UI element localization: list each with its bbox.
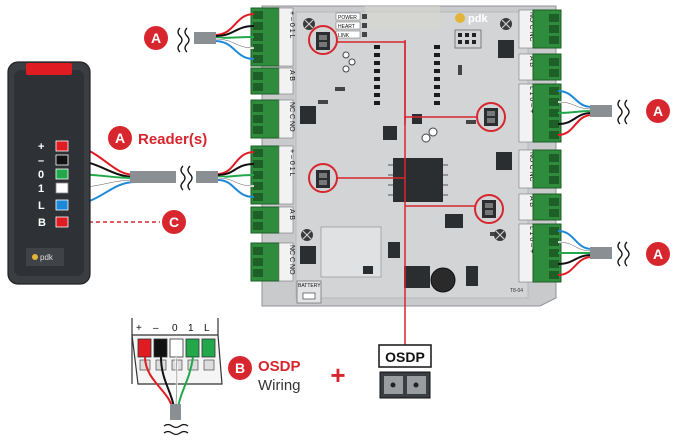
terminal-block-relay-4: NO C NC (518, 149, 562, 189)
terminal-label-0: 0 (38, 169, 44, 181)
svg-text:NC C NO: NC C NO (288, 102, 295, 132)
osdp-jumpers (300, 25, 514, 346)
svg-text:pdk: pdk (40, 253, 54, 262)
terminal-label-b: B (38, 217, 46, 229)
svg-text:C: C (169, 214, 179, 230)
callout-c: C (162, 210, 186, 234)
callout-a-right-top: A (646, 99, 670, 123)
svg-text:A: A (653, 246, 663, 262)
terminal-label-minus: – (38, 155, 44, 167)
svg-text:+ – 0 1 L: + – 0 1 L (288, 11, 295, 39)
svg-text:B: B (235, 360, 245, 376)
card-reader: pdk + – 0 1 L B (7, 61, 91, 285)
header-pins (374, 45, 440, 105)
chip-pins (388, 164, 448, 196)
svg-text:NO C NC: NO C NC (528, 12, 535, 42)
readers-label: Reader(s) (138, 131, 207, 148)
wire-break-icon (177, 27, 190, 53)
terminal-block-reader-4: L 1 0 – + (518, 223, 562, 283)
terminal-block-relay-1: NC C NO (250, 99, 295, 139)
wire-break-icon (617, 99, 630, 125)
terminal-block-ab-2: A B (250, 206, 295, 234)
osdp-pin-label-minus: – (153, 323, 159, 334)
svg-text:BATTERY: BATTERY (298, 283, 321, 289)
jumper-icon (316, 32, 330, 50)
terminal-label-plus: + (38, 141, 44, 153)
led-label-heart: HEART (338, 24, 355, 30)
wire-break-icon (163, 423, 189, 436)
screw-icon (303, 18, 315, 30)
reader-terminals: + – 0 1 L B (38, 140, 69, 229)
wires-reader (67, 145, 255, 206)
highlight-circle (308, 25, 338, 55)
model-code: T8-04 (510, 288, 523, 294)
callout-a-right-bottom: A (646, 242, 670, 266)
svg-text:A: A (151, 30, 161, 46)
callout-a-readers: A Reader(s) (108, 126, 207, 150)
osdp-pin-label-1: 1 (188, 323, 194, 334)
osdp-pin-label-plus: + (136, 323, 142, 334)
callout-a-top-left: A (144, 26, 168, 50)
battery-holder: BATTERY (296, 280, 322, 304)
screw-icon (500, 18, 512, 30)
wire-break-icon (180, 165, 193, 191)
svg-text:A B: A B (528, 196, 535, 207)
terminal-block-reader-3: L 1 0 – + (518, 83, 562, 143)
terminal-block-ab-1: A B (250, 67, 295, 95)
chip-icon (393, 158, 443, 202)
reader-logo: pdk (26, 248, 64, 266)
svg-text:A B: A B (288, 70, 295, 81)
svg-text:+ – 0 1 L: + – 0 1 L (288, 149, 295, 177)
highlight-circle (474, 194, 504, 224)
status-leds: POWER HEART LINK (335, 12, 367, 39)
osdp-jumper-label: OSDP (385, 349, 425, 365)
led-label-power: POWER (338, 15, 357, 21)
controller-board: pdk POWER HEART LINK (261, 5, 557, 307)
callout-b-osdp: B OSDP Wiring (228, 356, 301, 394)
right-terminal-blocks: NO C NC A B L 1 0 – + NO C NC A B (518, 9, 562, 283)
svg-text:A: A (653, 103, 663, 119)
osdp-title: OSDP (258, 358, 301, 375)
wires-right-bottom (557, 230, 612, 276)
jumper-icon (484, 108, 498, 126)
osdp-leader-lines (337, 40, 477, 346)
plus-sign: + (330, 360, 345, 390)
svg-text:NC C NO: NC C NO (288, 245, 295, 275)
screw-icon (494, 229, 506, 241)
svg-text:pdk: pdk (468, 13, 488, 25)
terminal-block-ab-3: A B (518, 53, 562, 81)
terminal-block-relay-2: NC C NO (250, 242, 295, 282)
wires-top-left (194, 13, 255, 60)
jumper-icon (482, 200, 496, 218)
terminal-block-relay-3: NO C NC (518, 9, 562, 49)
svg-text:L 1 0 – +: L 1 0 – + (528, 86, 535, 113)
terminal-label-1: 1 (38, 183, 44, 195)
svg-text:NO C NC: NO C NC (528, 152, 535, 182)
terminal-block-reader-1: + – 0 1 L (250, 7, 295, 67)
osdp-jumper-detail: OSDP (378, 344, 432, 399)
osdp-pin-label-l: L (204, 323, 210, 334)
jumper-icon (316, 170, 330, 188)
svg-text:A B: A B (288, 209, 295, 220)
osdp-pin-label-0: 0 (172, 323, 178, 334)
board-logo: pdk (455, 13, 488, 25)
svg-text:A: A (115, 130, 125, 146)
terminal-block-reader-2: + – 0 1 L (250, 145, 295, 205)
svg-text:A B: A B (528, 56, 535, 67)
osdp-subtitle: Wiring (258, 377, 301, 394)
capacitor (430, 267, 456, 293)
terminal-block-ab-4: A B (518, 193, 562, 221)
terminal-label-l: L (38, 200, 45, 212)
left-terminal-blocks: + – 0 1 L A B NC C NO + – 0 1 L (250, 7, 295, 282)
led-label-link: LINK (338, 33, 350, 39)
screw-icon (301, 229, 313, 241)
osdp-connector: + – 0 1 L (131, 318, 223, 436)
svg-text:L 1 0 – +: L 1 0 – + (528, 226, 535, 253)
wire-break-icon (617, 241, 630, 267)
wires-right-top (557, 90, 612, 136)
